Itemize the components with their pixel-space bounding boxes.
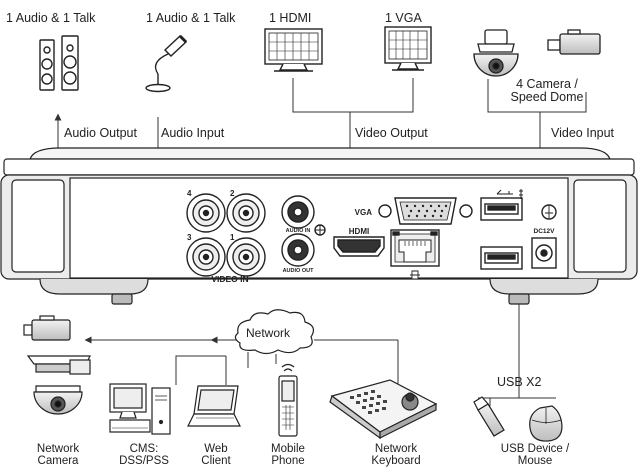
hdmi-port-label: HDMI (349, 227, 369, 236)
mouse-icon (529, 405, 563, 442)
bnc-4-label: 4 (187, 189, 192, 198)
label-network-camera: Network Camera (36, 443, 80, 467)
label-video-output: Video Output (355, 126, 428, 140)
hdmi-monitor-icon (264, 28, 323, 72)
ethernet-port (390, 229, 440, 280)
label-camera-speed-dome: 4 Camera / Speed Dome (510, 77, 584, 104)
label-usb-device-mouse: USB Device / Mouse (500, 443, 570, 467)
label-video-input: Video Input (551, 126, 615, 140)
label-audio-talk-2: 1 Audio & 1 Talk (146, 11, 236, 25)
audio-in-port (281, 195, 315, 229)
speed-dome-camera-icon (473, 29, 519, 77)
label-audio-talk-1: 1 Audio & 1 Talk (6, 11, 96, 25)
usb-symbol-icon (496, 189, 513, 195)
bnc-3-label: 3 (187, 233, 192, 242)
speakers-icon (39, 35, 79, 91)
box-camera-icon (547, 29, 601, 55)
panel-text: VIDEO IN AUDIO IN AUDIO OUT VGA HDMI DC1… (187, 189, 555, 284)
label-web-client: Web Client (201, 443, 231, 467)
bnc-port-4 (186, 193, 226, 233)
laptop-icon (187, 385, 241, 427)
network-keyboard-icon (329, 379, 438, 440)
bnc-port-3 (186, 237, 226, 277)
label-vga: 1 VGA (385, 11, 422, 25)
dc-port-label: DC12V (534, 228, 556, 235)
label-network-keyboard: Network Keyboard (371, 443, 421, 467)
label-hdmi: 1 HDMI (269, 11, 312, 25)
bnc-2-label: 2 (230, 189, 235, 198)
audio-out-port (281, 233, 315, 267)
mobile-phone-icon (278, 363, 298, 437)
hdmi-port (333, 236, 385, 257)
rca-audio-ports (281, 195, 326, 267)
microphone-icon (145, 34, 188, 93)
audio-out-label: AUDIO OUT (283, 268, 315, 274)
usb-stick-icon (473, 396, 505, 437)
bnc-port-2 (226, 193, 266, 233)
network-cloud-icon (234, 309, 315, 355)
bnc-video-in-ports (186, 193, 266, 277)
label-network: Network (246, 326, 291, 340)
usb-connector-lines (478, 304, 556, 406)
desktop-computer-icon (109, 383, 171, 435)
network-lines (84, 336, 399, 385)
video-in-label: VIDEO IN (211, 274, 248, 284)
bnc-1-label: 1 (230, 233, 235, 242)
audio-in-label: AUDIO IN (286, 228, 311, 234)
network-camera-icon (23, 315, 91, 415)
label-audio-input: Audio Input (161, 126, 225, 140)
usb-ports (480, 189, 523, 270)
bnc-port-1 (226, 237, 266, 277)
vga-port (378, 197, 473, 225)
dc-power-port (531, 204, 557, 269)
ground-terminal-icon (314, 224, 326, 236)
label-mobile-phone: Mobile Phone (271, 443, 305, 467)
label-audio-output: Audio Output (64, 126, 137, 140)
label-usb-x2: USB X2 (497, 375, 542, 389)
label-cms: CMS: DSS/PSS (119, 443, 169, 467)
vga-port-label: VGA (355, 208, 373, 217)
vga-monitor-icon (384, 26, 432, 71)
